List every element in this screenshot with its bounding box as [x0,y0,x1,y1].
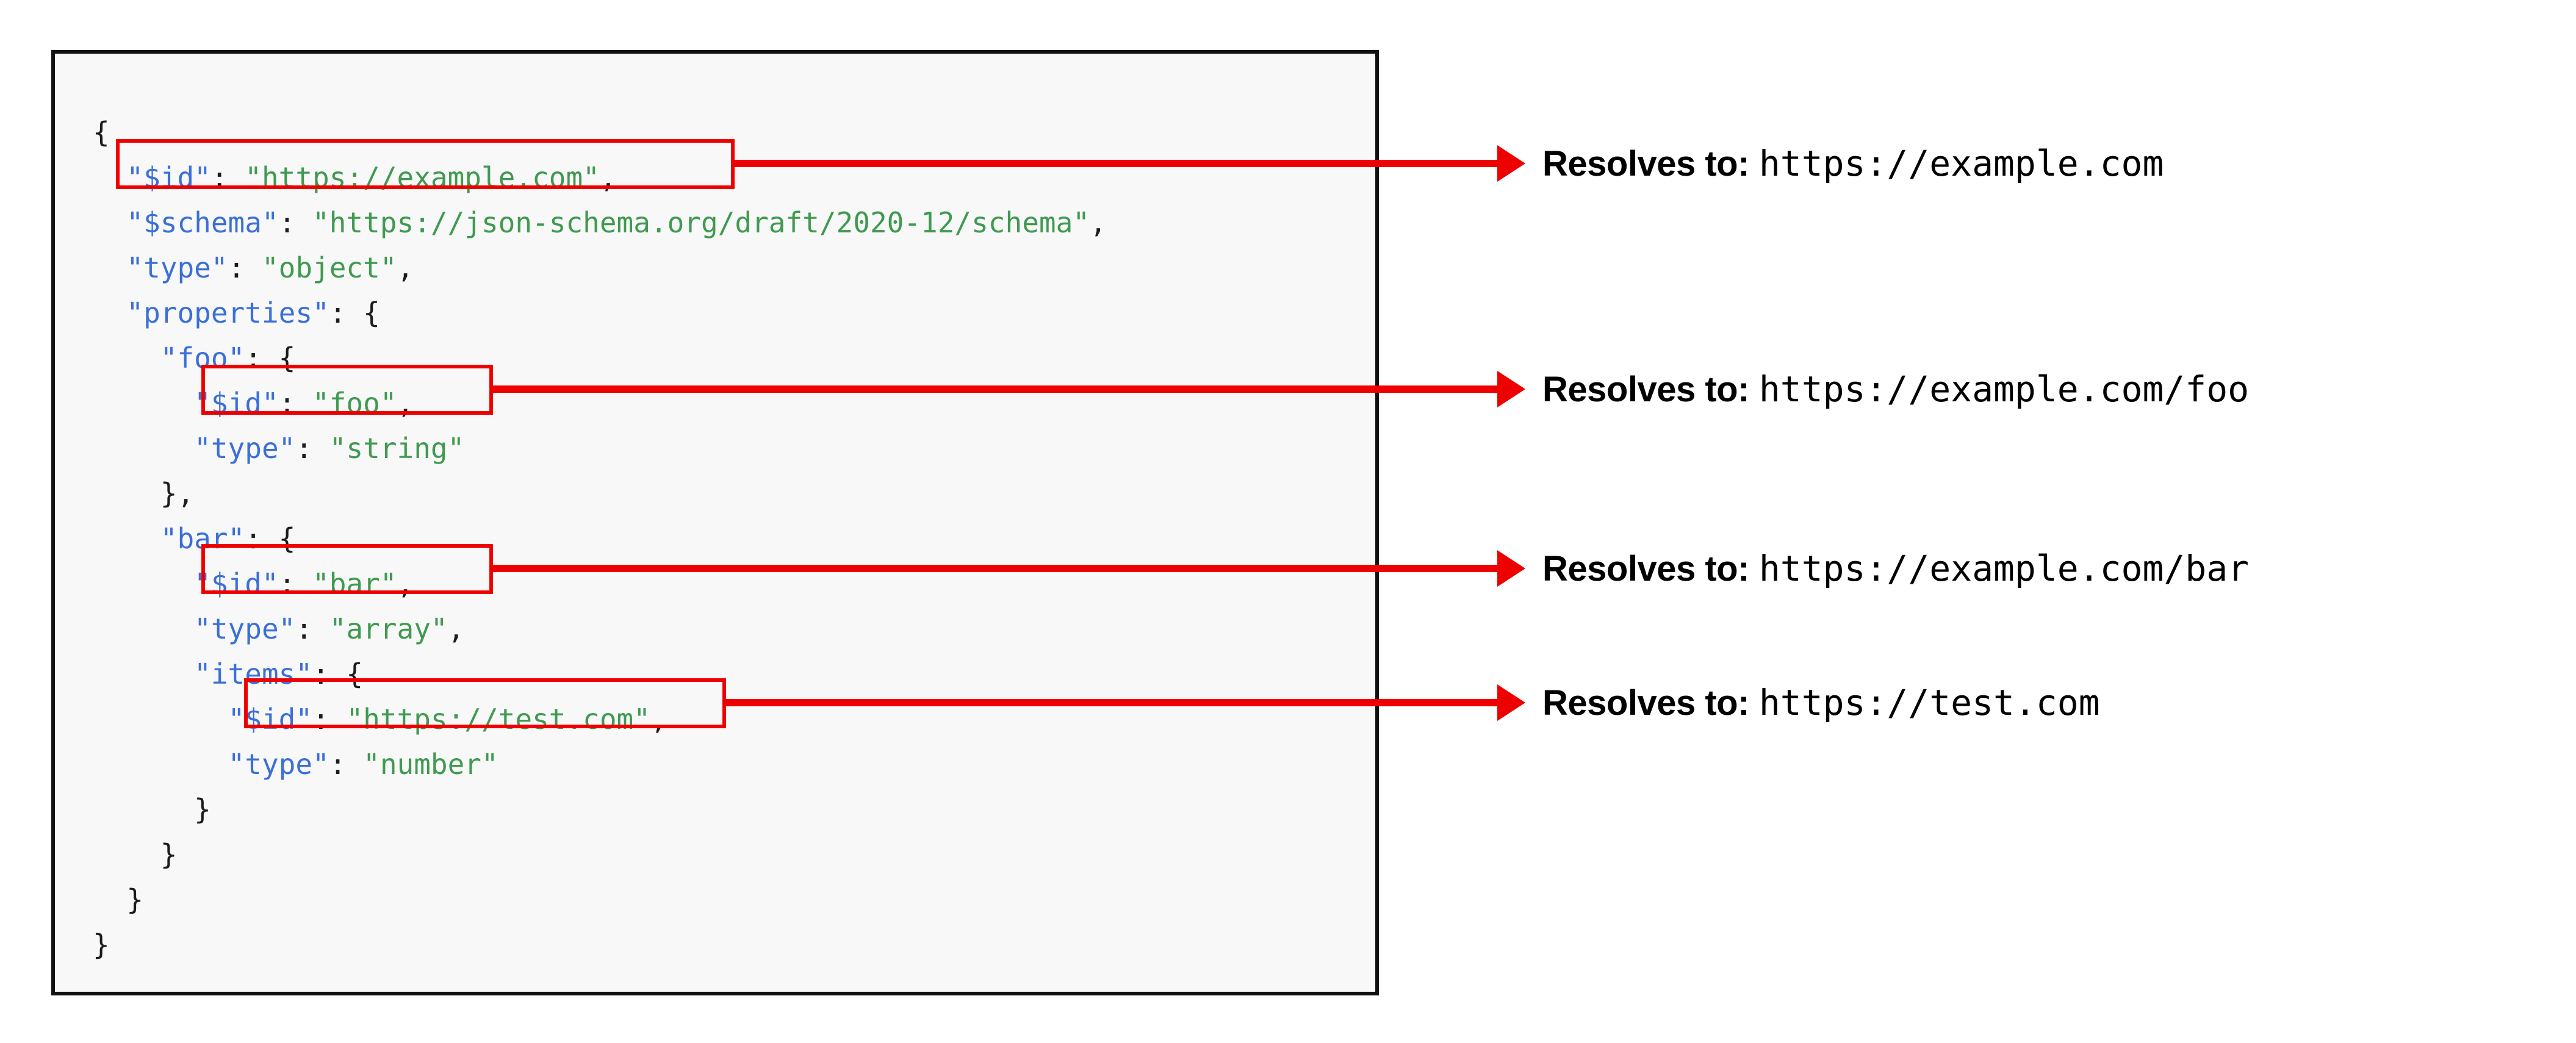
code-line-5: "properties": { [126,296,380,329]
resolves-to-label: Resolves to: [1542,144,1749,184]
code-line-12: "type": "array", [194,612,465,645]
resolution-row-id-foo: Resolves to: https://example.com/foo [1542,368,2249,410]
resolved-url: https://test.com [1758,682,2100,723]
code-line-14: "$id": "https://test.com", [228,703,667,736]
resolves-to-label: Resolves to: [1542,549,1749,589]
code-line-15: "type": "number" [228,748,498,781]
resolved-url: https://example.com/foo [1758,368,2250,410]
code-line-11: "$id": "bar", [194,567,414,600]
resolved-url: https://example.com [1758,143,2164,184]
code-line-9: }, [160,477,195,510]
code-line-7: "$id": "foo", [194,387,414,420]
code-line-8: "type": "string" [194,432,465,465]
code-line-10: "bar": { [160,522,296,555]
code-line-4: "type": "object", [126,251,414,284]
code-line-3: "$schema": "https://json-schema.org/draf… [126,206,1107,239]
code-line-18: } [126,883,144,916]
code-line-17: } [160,838,178,871]
code-line-16: } [194,793,211,826]
json-schema-code-panel: { "$id": "https://example.com", "$schema… [51,50,1379,995]
code-line-13: "items": { [194,658,364,690]
resolved-url: https://example.com/bar [1758,548,2250,589]
code-line-19: } [93,928,110,961]
resolution-row-id-bar: Resolves to: https://example.com/bar [1542,548,2249,589]
resolution-row-id-items: Resolves to: https://test.com [1542,682,2100,723]
code-line-2: "$id": "https://example.com", [126,161,617,194]
resolves-to-label: Resolves to: [1542,370,1749,409]
resolves-to-label: Resolves to: [1542,683,1749,723]
json-schema-code: { "$id": "https://example.com", "$schema… [93,110,1107,967]
resolution-row-id-root: Resolves to: https://example.com [1542,143,2164,184]
code-line-1: { [93,116,110,149]
code-line-6: "foo": { [160,342,296,375]
